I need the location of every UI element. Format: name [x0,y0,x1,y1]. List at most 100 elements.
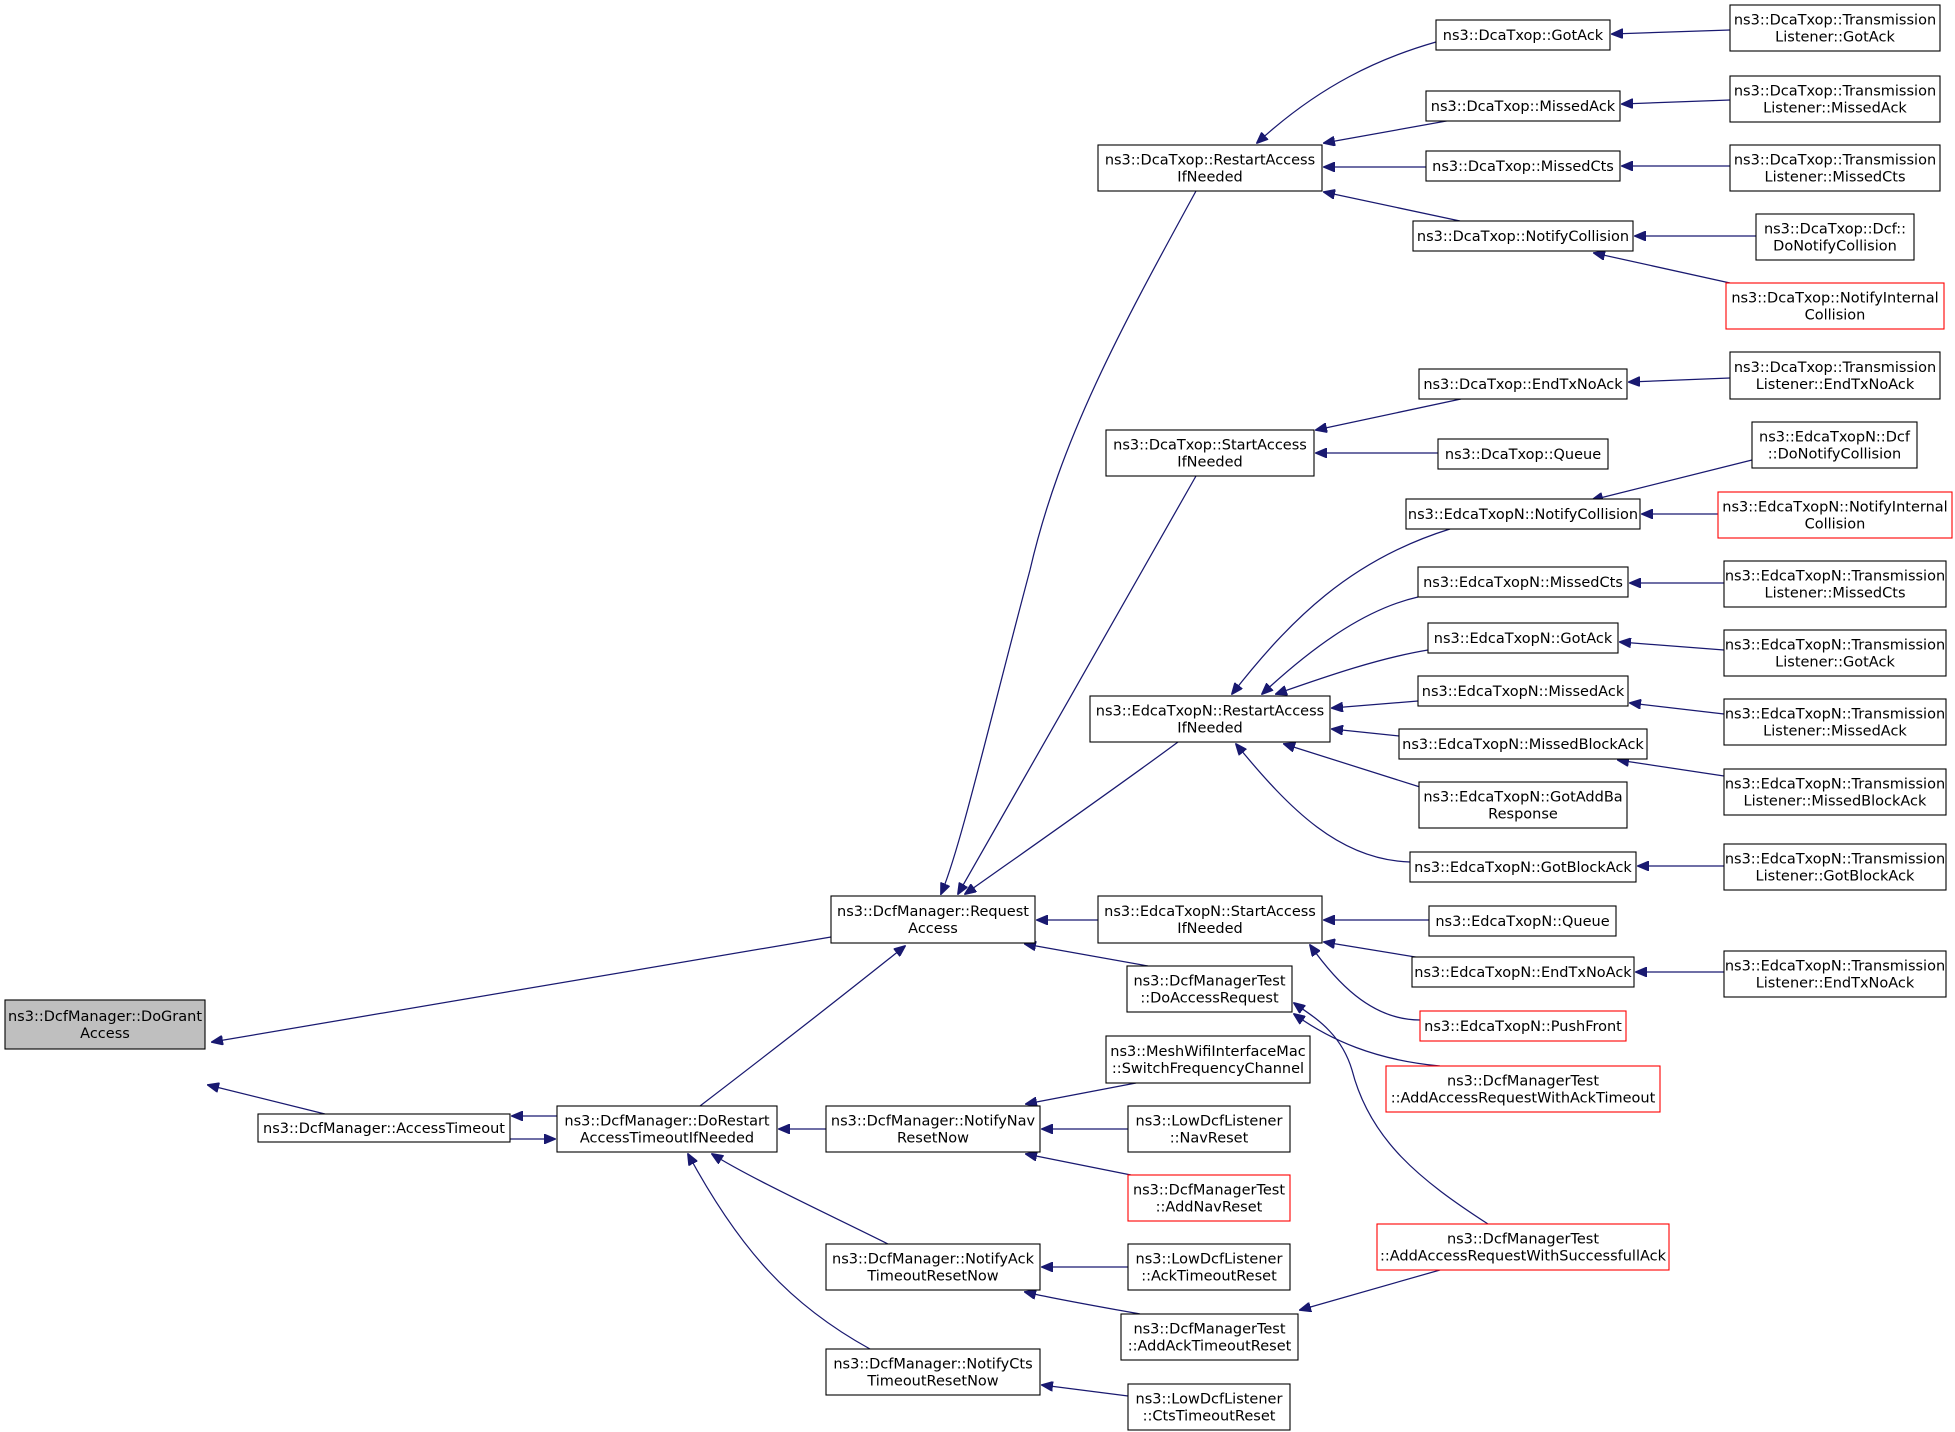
node-label-line: AccessTimeoutIfNeeded [580,1131,754,1147]
node-label-line: ::CtsTimeoutReset [1143,1409,1276,1425]
node-tlDcaEndTx[interactable]: ns3::DcaTxop::TransmissionListener::EndT… [1729,351,1941,400]
node-box [1405,498,1641,530]
node-label-line: ns3::LowDcfListener [1136,1392,1283,1408]
node-box [1723,560,1947,608]
edge-tlDcaMissedAck-to-dcaMissedAck [1622,100,1731,104]
node-box [1425,90,1621,122]
node-label-line: IfNeeded [1177,170,1242,186]
node-label-line: IfNeeded [1177,921,1242,937]
node-label-line: ns3::EdcaTxopN::GotAddBa [1423,790,1622,806]
edge-edcaMissedBA-to-edcaRestart [1332,729,1400,737]
node-edcaMissedCts[interactable]: ns3::EdcaTxopN::MissedCts [1417,566,1629,598]
edge-testDoAccess-to-reqAccess [1025,944,1149,967]
node-dcaMissedAck[interactable]: ns3::DcaTxop::MissedAck [1425,90,1621,122]
edge-edcaPushFront-to-edcaStart [1310,945,1421,1021]
edge-dcaGotAck-to-dcaRestart [1257,41,1437,143]
node-edcaNotifyColl[interactable]: ns3::EdcaTxopN::NotifyCollision [1405,498,1641,530]
node-label-line: ::AddAckTimeoutReset [1128,1339,1292,1355]
node-dcaGotAck[interactable]: ns3::DcaTxop::GotAck [1435,19,1611,51]
node-dcaNotifyColl[interactable]: ns3::DcaTxop::NotifyCollision [1412,220,1634,252]
node-edcaMissedAck[interactable]: ns3::EdcaTxopN::MissedAck [1417,675,1629,707]
node-label-line: ns3::EdcaTxopN::EndTxNoAck [1414,965,1632,981]
node-edcaQueue[interactable]: ns3::EdcaTxopN::Queue [1428,905,1617,937]
node-label-line: Listener::MissedCts [1765,170,1906,186]
node-box [4,999,206,1050]
node-dcaMissedCts[interactable]: ns3::DcaTxop::MissedCts [1425,150,1621,182]
node-box [1376,1223,1670,1271]
node-edcaGotAck[interactable]: ns3::EdcaTxopN::GotAck [1427,622,1619,654]
node-edcaMissedBA[interactable]: ns3::EdcaTxopN::MissedBlockAck [1398,728,1648,760]
node-label-line: TimeoutResetNow [866,1269,998,1285]
node-testAckTimeout[interactable]: ns3::DcfManagerTest::AddAccessRequestWit… [1385,1065,1661,1113]
node-meshSwitch[interactable]: ns3::MeshWifiInterfaceMac::SwitchFrequen… [1105,1035,1311,1084]
edge-edcaGotBA-to-edcaRestart [1236,744,1411,863]
node-tlDcaMissedAck[interactable]: ns3::DcaTxop::TransmissionListener::Miss… [1729,75,1941,123]
node-lowAck[interactable]: ns3::LowDcfListener::AckTimeoutReset [1127,1243,1291,1291]
node-tlEdcaGotBA[interactable]: ns3::EdcaTxopN::TransmissionListener::Go… [1723,843,1947,891]
edge-edcaMissedAck-to-edcaRestart [1332,700,1419,708]
node-box [1729,351,1941,400]
node-tlEdcaMissedCts[interactable]: ns3::EdcaTxopN::TransmissionListener::Mi… [1723,560,1947,608]
node-testDoAccess[interactable]: ns3::DcfManagerTest::DoAccessRequest [1126,965,1293,1013]
node-label-line: Listener::GotAck [1775,30,1895,46]
node-label-line: ns3::DcaTxop::Transmission [1734,13,1936,29]
node-tlEdcaEndTx[interactable]: ns3::EdcaTxopN::TransmissionListener::En… [1723,950,1947,998]
node-tlEdcaMissedAck[interactable]: ns3::EdcaTxopN::TransmissionListener::Mi… [1723,698,1947,746]
node-label-line: Listener::MissedAck [1763,101,1907,117]
node-tlDcaGotAck[interactable]: ns3::DcaTxop::TransmissionListener::GotA… [1729,4,1941,52]
node-accTimeout[interactable]: ns3::DcfManager::AccessTimeout [257,1113,511,1143]
node-label-line: ns3::LowDcfListener [1136,1114,1283,1130]
edge-testSuccAck-to-testDoAccess [1294,1003,1489,1225]
node-box [1120,1313,1299,1361]
node-edcaPushFront[interactable]: ns3::EdcaTxopN::PushFront [1419,1010,1627,1042]
node-label-line: ns3::EdcaTxopN::GotAck [1434,631,1613,647]
node-edcaEndTx[interactable]: ns3::EdcaTxopN::EndTxNoAck [1411,956,1635,988]
node-label-line: ns3::EdcaTxopN::NotifyCollision [1408,507,1638,523]
node-tlDcaMissedCts[interactable]: ns3::DcaTxop::TransmissionListener::Miss… [1729,144,1941,192]
node-label-line: ::AddNavReset [1156,1200,1263,1216]
node-label-line: ns3::EdcaTxopN::GotBlockAck [1414,860,1632,876]
node-label-line: ns3::EdcaTxopN::Transmission [1725,707,1945,723]
node-edcaDcfNotify[interactable]: ns3::EdcaTxopN::Dcf::DoNotifyCollision [1751,421,1918,469]
node-ctsReset[interactable]: ns3::DcfManager::NotifyCtsTimeoutResetNo… [825,1348,1041,1396]
node-label-line: ns3::EdcaTxopN::NotifyInternal [1722,500,1947,516]
node-dcaDcfNotify[interactable]: ns3::DcaTxop::Dcf::DoNotifyCollision [1755,213,1915,261]
node-testNav[interactable]: ns3::DcfManagerTest::AddNavReset [1127,1174,1291,1222]
node-label-line: ns3::DcaTxop::MissedCts [1432,159,1614,175]
node-label-line: ns3::DcaTxop::RestartAccess [1105,153,1315,169]
node-ackReset[interactable]: ns3::DcfManager::NotifyAckTimeoutResetNo… [825,1243,1041,1291]
node-lowCts[interactable]: ns3::LowDcfListener::CtsTimeoutReset [1127,1383,1291,1431]
node-edcaGotBA[interactable]: ns3::EdcaTxopN::GotBlockAck [1409,851,1637,883]
node-lowNav[interactable]: ns3::LowDcfListener::NavReset [1127,1105,1291,1153]
node-tlEdcaGotAck[interactable]: ns3::EdcaTxopN::TransmissionListener::Go… [1723,629,1947,677]
node-label-line: ::DoNotifyCollision [1768,447,1901,463]
node-box [1127,1383,1291,1431]
edge-ackReset-to-doRestart [712,1154,889,1245]
node-box [1409,851,1637,883]
node-doRestart[interactable]: ns3::DcfManager::DoRestartAccessTimeoutI… [556,1105,778,1153]
node-label-line: Listener::MissedBlockAck [1744,794,1927,810]
node-dcaEndTx[interactable]: ns3::DcaTxop::EndTxNoAck [1418,368,1628,400]
node-label-line: ::AddAccessRequestWithAckTimeout [1391,1091,1656,1107]
node-testSuccAck[interactable]: ns3::DcfManagerTest::AddAccessRequestWit… [1376,1223,1670,1271]
edge-dcaStart-to-reqAccess [958,475,1197,894]
node-label-line: ::NavReset [1170,1131,1249,1147]
node-box [1398,728,1648,760]
node-testAckTo[interactable]: ns3::DcfManagerTest::AddAckTimeoutReset [1120,1313,1299,1361]
edge-dcaNotifyInternal-to-dcaNotifyColl [1594,253,1731,284]
node-label-line: ns3::EdcaTxopN::MissedBlockAck [1402,737,1644,753]
node-tlEdcaMissedBA[interactable]: ns3::EdcaTxopN::TransmissionListener::Mi… [1723,768,1947,816]
node-box [1717,491,1953,539]
node-dcaQueue[interactable]: ns3::DcaTxop::Queue [1437,438,1609,470]
node-label-line: ns3::DcaTxop::GotAck [1443,28,1604,44]
